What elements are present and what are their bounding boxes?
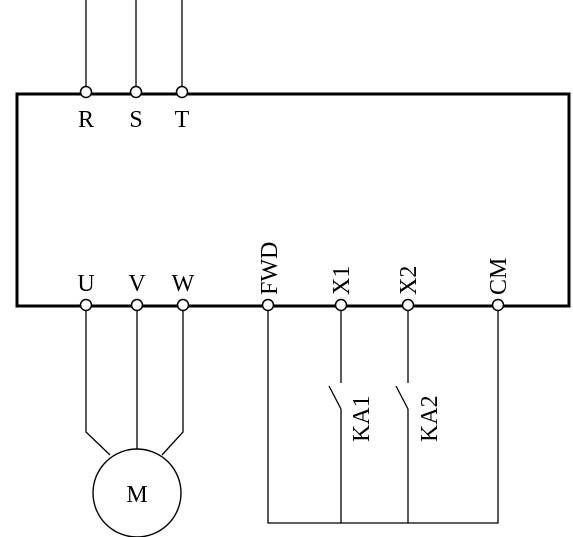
inverter-box: [15, 92, 571, 308]
motor-circle: [92, 448, 182, 537]
motor-wire-u: [85, 311, 111, 456]
terminal-w: [176, 298, 190, 312]
label-ka1: KA1: [349, 395, 375, 442]
label-u: U: [77, 271, 94, 297]
label-fwd: FWD: [257, 242, 283, 295]
terminal-v: [130, 298, 144, 312]
ka2-switch-blade: [395, 385, 409, 410]
terminal-t: [175, 85, 189, 99]
label-ka2: KA2: [417, 395, 443, 442]
label-t: T: [175, 107, 190, 133]
label-x2: X2: [396, 266, 422, 295]
label-v: V: [128, 271, 146, 297]
label-w: W: [172, 271, 195, 297]
ka1-switch-blade: [328, 385, 342, 410]
label-cm: CM: [486, 258, 512, 295]
terminal-x1: [334, 298, 348, 312]
fwd-wire: [267, 311, 499, 524]
terminal-s: [129, 85, 143, 99]
terminal-r: [79, 85, 93, 99]
terminal-fwd: [261, 298, 275, 312]
terminal-u: [79, 298, 93, 312]
terminal-x2: [401, 298, 415, 312]
label-s: S: [129, 107, 142, 133]
label-x1: X1: [329, 266, 355, 295]
motor-label: M: [126, 482, 147, 508]
motor-wire-w: [161, 311, 184, 456]
terminal-cm: [491, 298, 505, 312]
label-r: R: [78, 107, 94, 133]
